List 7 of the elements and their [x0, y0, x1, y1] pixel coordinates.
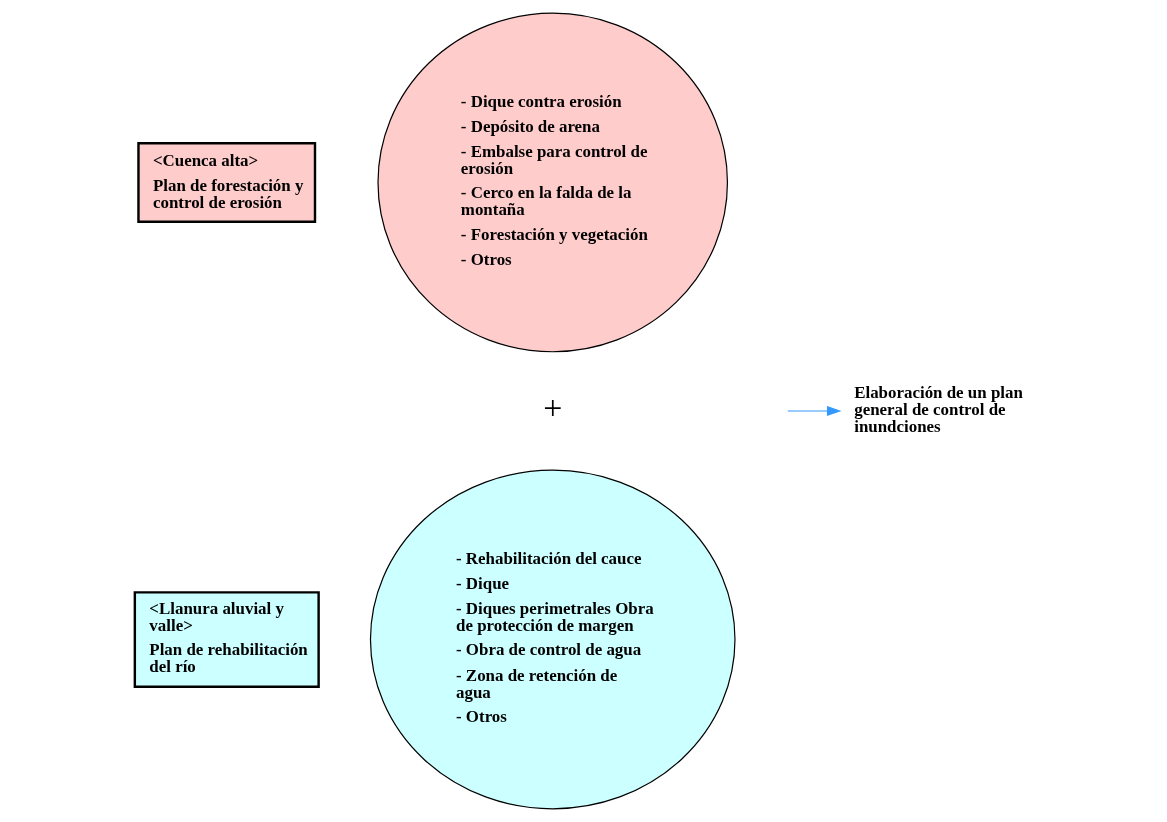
node-box: <Llanura aluvial y valle> Plan de rehabilitación del río	[133, 591, 320, 688]
node-circle: - Rehabilitación del cauce - Dique - Diques perimetrales Obra de protección de margen - Obra de control de agua - Zona de retención de agua - Otros	[369, 469, 736, 810]
node-text: Elaboración de un plan general de control de inundciones	[853, 382, 1023, 436]
node-box: <Cuenca alta> Plan de forestación y control de erosión	[136, 141, 316, 223]
node-circle: - Dique contra erosión - Depósito de arena - Embalse para control de erosión - Cerco en la falda de la montaña - Forestación y vegetación - Otros	[376, 12, 728, 353]
arrow	[786, 405, 841, 417]
label: +	[542, 389, 562, 427]
